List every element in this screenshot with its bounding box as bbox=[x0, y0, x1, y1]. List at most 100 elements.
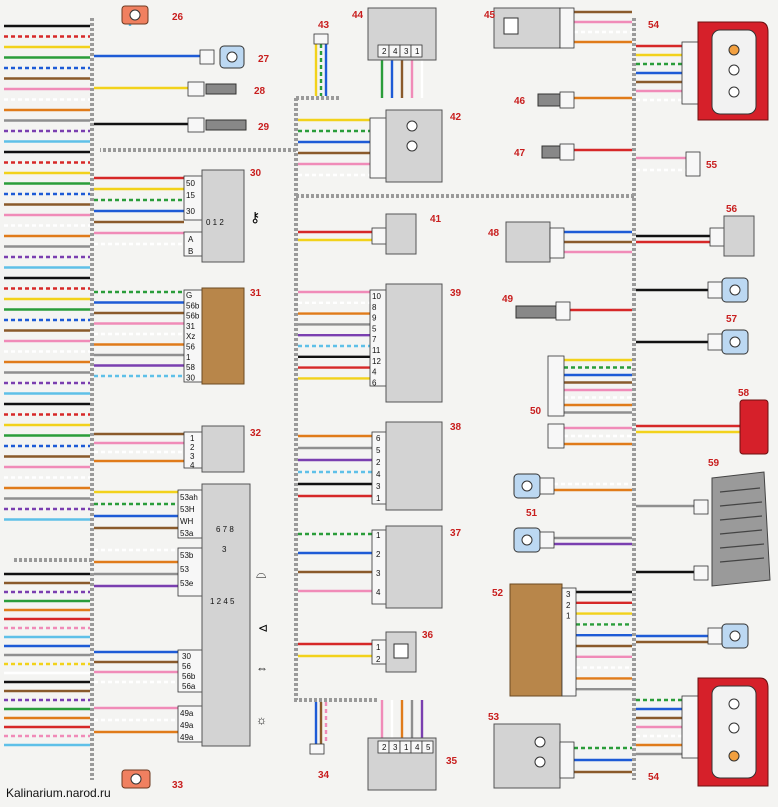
label-27: 27 bbox=[258, 54, 270, 65]
left-lower-wire-bundle bbox=[4, 572, 90, 747]
label-44: 45 bbox=[484, 10, 496, 21]
label-54: 55 bbox=[706, 160, 718, 171]
pin-list-51: 321 bbox=[566, 590, 571, 621]
label-36: 36 bbox=[422, 630, 434, 641]
block-32-body bbox=[201, 425, 245, 473]
component-56: 57 bbox=[707, 277, 749, 355]
lamp-icon bbox=[534, 736, 546, 748]
pin: 15 bbox=[186, 191, 195, 200]
label-39: 39 bbox=[450, 288, 462, 299]
pin-label: 4 bbox=[415, 743, 420, 752]
connector-46 bbox=[559, 143, 575, 161]
brake-lamp-icon bbox=[739, 399, 769, 455]
pin-label: 9 bbox=[372, 314, 377, 323]
pin-list-36: 12 bbox=[376, 643, 381, 664]
pin-label: 1 bbox=[376, 494, 381, 503]
pin-label: 2 bbox=[382, 47, 387, 56]
pin-label: WH bbox=[180, 517, 194, 526]
pin-label: 58 bbox=[186, 363, 195, 372]
pin-label: 53a bbox=[180, 529, 194, 538]
pins-51 bbox=[561, 587, 577, 697]
connector-40 bbox=[371, 227, 387, 245]
label-49: 50 bbox=[530, 406, 542, 417]
block-31-body bbox=[201, 287, 245, 385]
label-52: 53 bbox=[488, 712, 500, 723]
pin-label: 8 bbox=[372, 303, 377, 312]
lamp-icon bbox=[130, 773, 142, 785]
component-58: 59 bbox=[693, 458, 771, 587]
label-57: 58 bbox=[738, 388, 750, 399]
pin-label: 56a bbox=[182, 682, 196, 691]
sensor-icon bbox=[205, 119, 247, 131]
pin-label: 56b bbox=[186, 312, 200, 321]
pin-label: 56b bbox=[182, 672, 196, 681]
pin: B bbox=[188, 247, 193, 256]
bottom-scale: 1 2 4 5 bbox=[210, 597, 235, 606]
pin-label: 3 bbox=[190, 452, 195, 461]
connector-50b bbox=[539, 531, 555, 549]
label-31: 31 bbox=[250, 288, 262, 299]
component-55: 56 bbox=[709, 204, 755, 257]
pin-label: 4 bbox=[376, 588, 381, 597]
connector-49a bbox=[547, 355, 565, 417]
pin: 50 bbox=[186, 179, 195, 188]
ignition-switch-body bbox=[201, 169, 245, 263]
component-47: 48 bbox=[488, 221, 565, 263]
key-icon: ⚷ bbox=[250, 209, 260, 225]
connector-58b bbox=[693, 565, 709, 581]
block-55-body bbox=[723, 215, 755, 257]
component-49: 50 bbox=[530, 355, 565, 449]
block-38-body bbox=[385, 421, 443, 511]
lamp-icon bbox=[521, 534, 533, 546]
label-43: 44 bbox=[352, 10, 364, 21]
pin-label: 11 bbox=[372, 346, 381, 355]
pin-label: Xz bbox=[186, 332, 195, 341]
wiper-mid: 3 bbox=[222, 545, 227, 554]
pin-label: 3 bbox=[404, 47, 409, 56]
lamp-icon bbox=[728, 44, 740, 56]
connector-34 bbox=[309, 743, 325, 755]
pins-47 bbox=[549, 227, 565, 259]
pin-label: 1 bbox=[376, 643, 381, 652]
connector-59 bbox=[707, 627, 723, 645]
pin-label: 53b bbox=[180, 551, 194, 560]
pin-label: G bbox=[186, 291, 192, 300]
label-32: 32 bbox=[250, 428, 262, 439]
connector-58a bbox=[693, 499, 709, 515]
pin-cell bbox=[421, 740, 434, 754]
pin-label: 1 bbox=[415, 47, 420, 56]
label-56: 57 bbox=[726, 314, 738, 325]
connector-29 bbox=[187, 117, 205, 133]
component-42: 43 bbox=[313, 20, 330, 45]
motor-icon bbox=[393, 643, 409, 659]
pin-label: 4 bbox=[393, 47, 398, 56]
block-39-body bbox=[385, 283, 443, 403]
pins-52 bbox=[559, 741, 575, 779]
component-48: 49 bbox=[502, 294, 571, 321]
pin: A bbox=[188, 235, 194, 244]
component-46: 47 bbox=[514, 143, 575, 161]
label-40: 41 bbox=[430, 214, 442, 225]
lamp-icon bbox=[521, 480, 533, 492]
pin-label: 2 bbox=[376, 550, 381, 559]
component-34: 34 bbox=[309, 743, 330, 781]
connector-55 bbox=[709, 227, 725, 247]
component-27: 27 bbox=[199, 45, 270, 69]
pin-label: 4 bbox=[372, 368, 377, 377]
sensor-icon bbox=[515, 305, 557, 319]
connector-56b bbox=[707, 333, 723, 351]
lamp-icon bbox=[728, 86, 740, 98]
pin-label: 1 bbox=[186, 353, 191, 362]
turn-signal-icon: ⇔ bbox=[256, 661, 268, 675]
lamp-icon bbox=[729, 630, 741, 642]
pin-label: 49a bbox=[180, 709, 194, 718]
